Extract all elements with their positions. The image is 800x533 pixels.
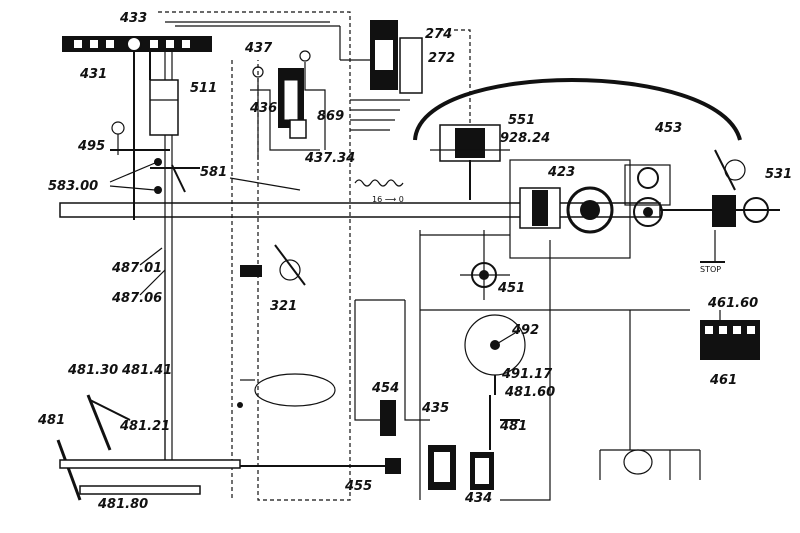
label-454: 454 (371, 381, 399, 396)
label-321: 321 (270, 299, 297, 314)
label-436: 436 (249, 101, 277, 116)
label-437: 437 (244, 41, 273, 56)
label-437-34: 437.34 (304, 151, 355, 166)
label-481-right: 481 (499, 419, 527, 434)
label-481-41: 481.41 (121, 363, 172, 378)
label-434: 434 (464, 491, 492, 506)
label-433: 433 (119, 11, 147, 26)
arrow-label: 16 ⟶ 0 (372, 195, 404, 204)
label-481-30: 481.30 (67, 363, 118, 378)
label-423: 423 (547, 165, 575, 180)
label-492: 492 (511, 323, 539, 338)
label-461-60: 461.60 (707, 296, 758, 311)
label-272: 272 (428, 51, 455, 66)
label-531: 531 (765, 167, 792, 182)
label-581: 581 (200, 165, 227, 180)
label-495: 495 (77, 139, 105, 154)
label-455: 455 (344, 479, 372, 494)
label-487-06: 487.06 (111, 291, 162, 306)
label-481-60: 481.60 (504, 385, 555, 400)
label-453: 453 (654, 121, 682, 136)
label-481-80: 481.80 (97, 497, 148, 512)
label-487-01: 487.01 (111, 261, 162, 276)
label-491-17: 491.17 (501, 367, 553, 382)
label-583: 583.00 (48, 179, 98, 194)
label-431: 431 (79, 67, 107, 82)
label-461: 461 (709, 373, 737, 388)
label-435: 435 (421, 401, 449, 416)
label-451: 451 (497, 281, 525, 296)
label-551: 551 (508, 113, 535, 128)
stop-label: STOP (700, 265, 721, 274)
label-928-24: 928.24 (500, 131, 550, 146)
label-481-21: 481.21 (119, 419, 170, 434)
label-511: 511 (190, 81, 217, 96)
label-869: 869 (317, 109, 344, 124)
label-481-left: 481 (37, 413, 65, 428)
label-274: 274 (425, 27, 452, 42)
